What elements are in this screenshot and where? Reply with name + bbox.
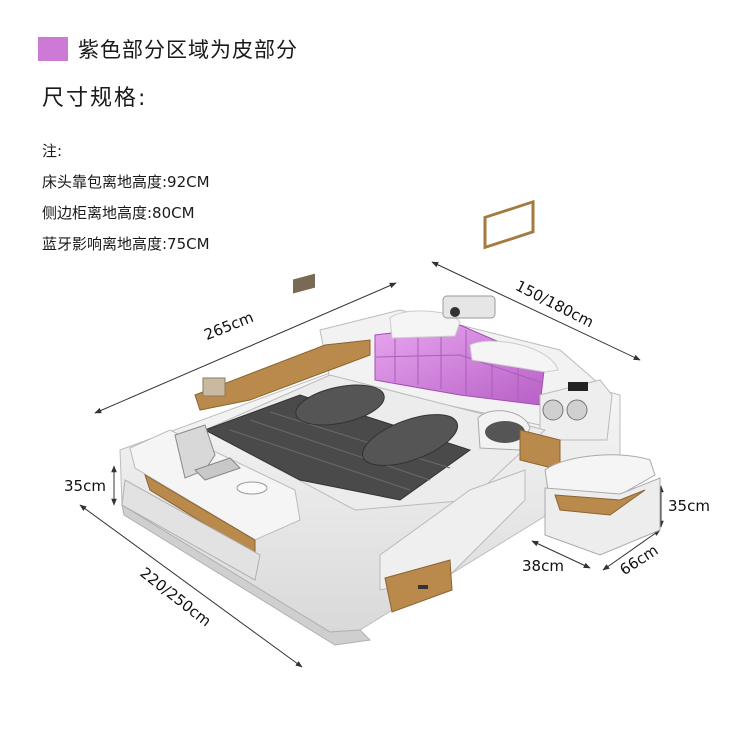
dim-line-depth xyxy=(79,504,303,668)
purple-swatch xyxy=(38,37,68,61)
ottoman-lid xyxy=(544,454,656,496)
notes-header: 注: xyxy=(42,142,63,160)
speaker-icon-2 xyxy=(566,399,588,421)
blanket xyxy=(203,394,472,501)
base-edge xyxy=(121,503,372,646)
right-armrest xyxy=(379,469,526,591)
dim-label-ottoman-height: 35cm xyxy=(668,497,710,515)
photo-frame-icon xyxy=(202,377,226,397)
laptop-icon xyxy=(174,424,216,479)
blanket-stripes xyxy=(229,411,451,491)
note-speaker-height: 蓝牙影响离地高度:75CM xyxy=(42,235,210,253)
plate-icon xyxy=(236,481,268,495)
dim-line-length xyxy=(94,282,397,414)
books-icon xyxy=(293,273,315,294)
drawer-handle-icon xyxy=(418,585,428,589)
chair-arm xyxy=(483,199,535,250)
phone-icon xyxy=(568,382,588,391)
dim-line-ottoman-depth xyxy=(602,529,661,571)
dim-line-ottoman-width xyxy=(531,540,591,569)
bench-top xyxy=(129,429,301,541)
speaker-icon-1 xyxy=(542,399,564,421)
dim-line-width xyxy=(431,261,641,361)
note-headboard-height: 床头靠包离地高度:92CM xyxy=(42,173,210,191)
dim-label-bench-height: 35cm xyxy=(64,477,106,495)
pillow-right xyxy=(362,414,458,466)
pillow-left xyxy=(295,384,385,426)
massager-icon xyxy=(485,421,525,443)
headrest-left xyxy=(389,310,461,339)
dim-label-ottoman-width: 38cm xyxy=(522,557,564,575)
legend-text: 紫色部分区域为皮部分 xyxy=(78,38,298,62)
page-title: 尺寸规格: xyxy=(42,86,148,111)
legend: 紫色部分区域为皮部分 xyxy=(38,34,298,64)
bench-side xyxy=(121,479,261,581)
projector-lens-icon xyxy=(450,307,460,317)
headrest-right xyxy=(469,340,559,373)
laptop-base xyxy=(194,457,241,481)
wood-shelf-left xyxy=(194,339,371,411)
ottoman-inside xyxy=(554,489,646,516)
note-side-cabinet-height: 侧边柜离地高度:80CM xyxy=(42,204,195,222)
notes: 注: 床头靠包离地高度:92CM 侧边柜离地高度:80CM 蓝牙影响离地高度:7… xyxy=(42,136,210,260)
